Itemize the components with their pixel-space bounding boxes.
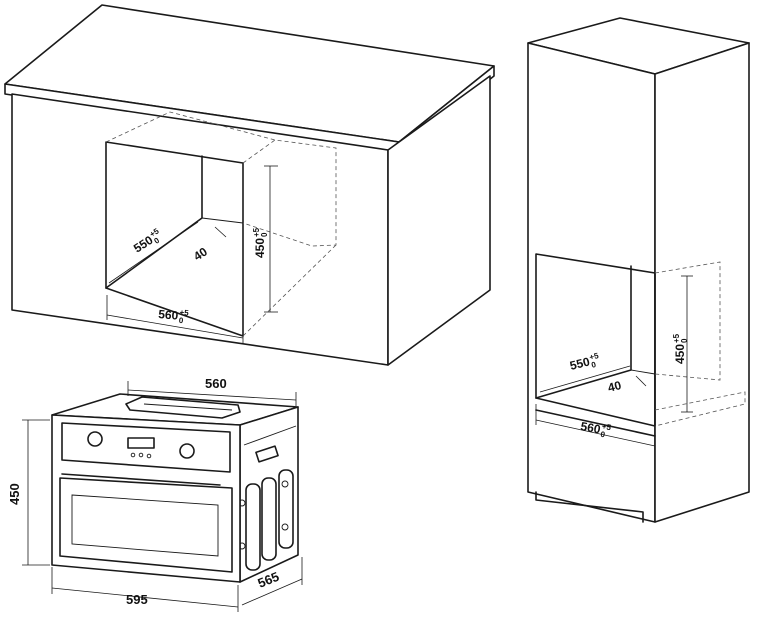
oven-top-width-label: 560	[205, 376, 227, 391]
oven-side-slot-2	[261, 477, 277, 561]
tall-width-tol-upper: +5	[601, 422, 612, 433]
oven-front-face	[51, 414, 241, 583]
countertop-width-label: 560	[158, 307, 179, 323]
oven-door-handle	[61, 473, 221, 486]
oven-side-slot-1	[245, 483, 261, 571]
tall-depth-tol-lower: 0	[590, 360, 597, 370]
hidden-edge-3	[242, 244, 337, 337]
oven-side-slot-3	[278, 469, 294, 549]
oven-side-face	[239, 406, 299, 583]
oven-side-screw-4	[281, 523, 289, 531]
oven-door	[59, 477, 233, 573]
width-dim-line	[106, 314, 244, 339]
tall-side-face	[654, 42, 750, 523]
oven-left-knob	[87, 431, 103, 447]
oven-side-rail	[243, 425, 297, 446]
tall-plinth	[535, 491, 644, 523]
hidden-back-edges	[105, 111, 337, 247]
cabinet-side-face	[387, 75, 491, 366]
oven-front-width-label: 595	[126, 592, 148, 607]
oven: 560 450 595 565	[7, 376, 303, 612]
countertop-width-tol-lower: 0	[178, 316, 184, 325]
oven-display	[127, 437, 155, 449]
oven-top-vent	[125, 396, 241, 419]
oven-top-dim-line	[127, 389, 297, 401]
oven-button-1	[130, 452, 136, 458]
oven-button-3	[146, 453, 152, 459]
oven-height-label: 450	[7, 483, 22, 505]
tall-depth-dim-line	[539, 365, 631, 393]
tall-gap-label: 40	[606, 378, 623, 395]
tall-height-label: 450	[673, 344, 687, 364]
depth-dim-line	[108, 221, 199, 284]
tall-gap-tick	[635, 375, 647, 387]
oven-side-screw-3	[281, 480, 289, 488]
countertop-height-tol-upper: +5	[252, 227, 261, 237]
tall-niche-shelf	[535, 409, 656, 437]
tall-width-tol-lower: 0	[600, 430, 606, 440]
countertop-width-tol-upper: +5	[179, 308, 189, 318]
tall-depth-tol-upper: +5	[588, 351, 600, 362]
tall-niche-back	[630, 369, 656, 375]
countertop-depth-tol-lower: 0	[152, 235, 161, 245]
tall-depth-label: 550	[568, 354, 591, 373]
tall-front-face	[527, 42, 656, 523]
tall-width-label: 560	[579, 419, 601, 436]
tall-height-tol-lower: 0	[680, 338, 689, 343]
countertop-height-tol-lower: 0	[260, 232, 269, 237]
oven-depth-dim-line	[241, 578, 303, 606]
oven-side-bracket	[255, 445, 279, 463]
oven-front-dim-line	[51, 587, 239, 608]
tall-cabinet: 550 +5 0 40 450 +5 0 560 +5 0	[527, 17, 750, 523]
tall-width-dim-line	[535, 419, 656, 447]
tall-hidden-floor	[654, 391, 746, 427]
tall-height-tol-upper: +5	[672, 333, 681, 343]
oven-vent-slot	[143, 403, 233, 411]
oven-door-glass	[71, 494, 219, 557]
oven-control-panel	[61, 422, 231, 473]
niche-inner-back	[201, 217, 244, 224]
gap-dim-tick	[214, 226, 227, 238]
oven-right-knob	[179, 443, 195, 459]
oven-button-2	[138, 452, 144, 458]
countertop-cabinet: 550 +5 0 40 450 +5 0 560 +5 0	[4, 4, 495, 366]
countertop-height-label: 450	[253, 238, 267, 258]
